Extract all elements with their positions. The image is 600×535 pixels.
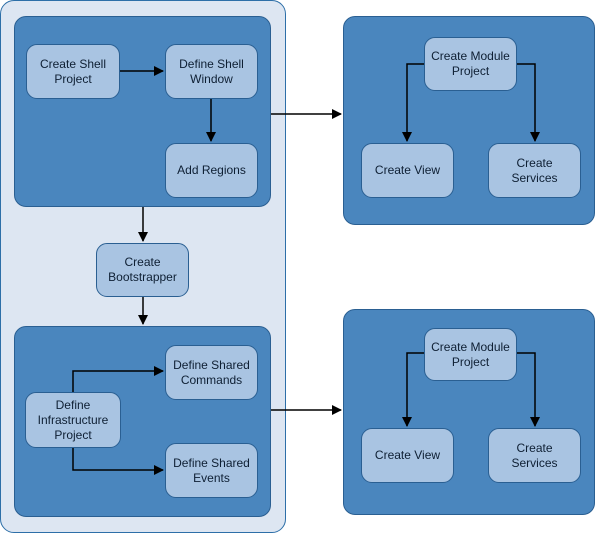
create-shell-project-node: Create Shell Project <box>26 44 120 99</box>
create-module-project-node: Create Module Project <box>424 328 517 381</box>
create-view-node: Create View <box>361 143 454 198</box>
create-module-project-node: Create Module Project <box>424 37 517 91</box>
define-shared-events-node: Define Shared Events <box>165 443 258 498</box>
create-bootstrapper-node: Create Bootstrapper <box>96 243 189 297</box>
create-services-node: Create Services <box>488 428 581 483</box>
create-view-node: Create View <box>361 428 454 483</box>
define-shell-window-node: Define Shell Window <box>165 44 258 99</box>
add-regions-node: Add Regions <box>165 143 258 198</box>
create-services-node: Create Services <box>488 143 581 198</box>
define-infrastructure-project-node: Define Infrastructure Project <box>25 392 121 448</box>
define-shared-commands-node: Define Shared Commands <box>165 345 258 400</box>
